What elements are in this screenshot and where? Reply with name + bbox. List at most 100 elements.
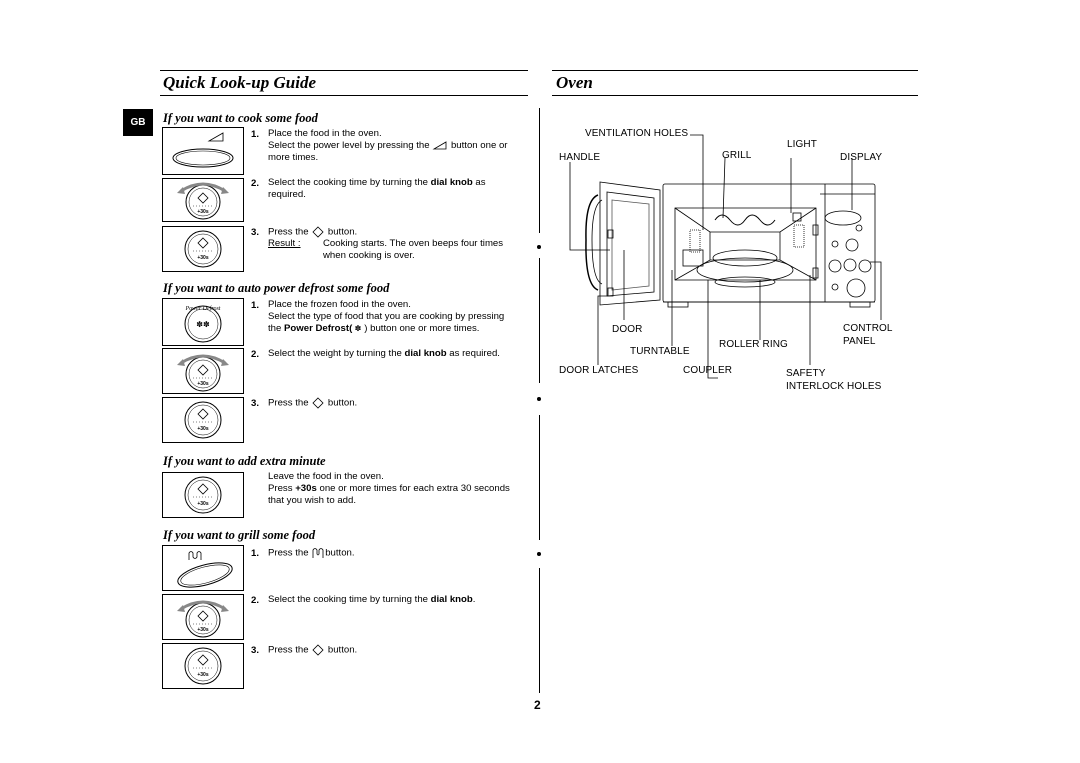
grill-step2-c: . [472, 594, 476, 605]
extra-line2c: one or more times for each extra 30 seco… [316, 483, 510, 494]
header-rule-right-top [552, 70, 918, 71]
right-page-title: Oven [556, 73, 593, 92]
cook-step1-line2b: button one or [450, 140, 508, 151]
start-knob-icon: +30s [184, 647, 222, 685]
label-door-latches: DOOR LATCHES [559, 365, 639, 376]
svg-text:+30s: +30s [197, 672, 208, 678]
grill-icon [312, 548, 324, 558]
page-number: 2 [534, 698, 541, 712]
label-turntable: TURNTABLE [630, 346, 690, 357]
cook-step3-line: Press the button. [268, 226, 357, 239]
center-divider-bottom [539, 568, 540, 693]
grill-button-illustration [162, 545, 244, 591]
extra-section-title: If you want to add extra minute [163, 454, 326, 468]
cook-step1-line1: Place the food in the oven. [268, 128, 382, 139]
step-number: 2. [251, 178, 260, 189]
label-panel: PANEL [843, 336, 876, 347]
defrost-step1-line1: Place the frozen food in the oven. [268, 299, 411, 310]
start-knob-illustration: +30s [162, 397, 244, 443]
center-divider-mid2 [539, 415, 540, 540]
cook-step3-a: Press the [268, 226, 309, 238]
grill-step1-a: Press the [268, 547, 309, 559]
svg-text:+30s: +30s [197, 627, 208, 633]
start-knob-illustration: +30s [162, 226, 244, 272]
label-control: CONTROL [843, 323, 893, 334]
power-defrost-button-illustration: Power Defrost ✽✽ [162, 298, 244, 346]
start-knob-illustration: +30s [162, 643, 244, 689]
step-number: 3. [251, 398, 260, 409]
cook-result-line2: when cooking is over. [323, 250, 415, 261]
grill-step3-a: Press the [268, 644, 309, 656]
power-level-button-icon [172, 132, 234, 168]
center-divider-mid1 [539, 258, 540, 383]
defrost-step1-a: the [268, 323, 285, 334]
grill-step1-line: Press the button. [268, 547, 355, 560]
label-grill: GRILL [722, 150, 752, 161]
header-rule-left-top [160, 70, 528, 71]
step-number: 3. [251, 645, 260, 656]
start-knob-icon: +30s [184, 401, 222, 439]
extra-line3: that you wish to add. [268, 495, 356, 506]
oven-diagram [569, 134, 882, 379]
grill-step2-b: dial knob [430, 594, 473, 605]
grill-step1-b: button. [325, 547, 355, 559]
divider-dot [537, 552, 541, 556]
cook-result-line1: Cooking starts. The oven beeps four time… [323, 238, 504, 249]
step-number: 2. [251, 595, 260, 606]
svg-text:+30s: +30s [197, 426, 208, 432]
dial-knob-rotate-icon: +30s [177, 182, 229, 220]
defrost-step1-line3: the Power Defrost(✽) button one or more … [268, 323, 480, 334]
cook-step3-b: button. [327, 226, 358, 238]
power-defrost-button-icon: Power Defrost ✽✽ [184, 305, 222, 343]
header-rule-left-bottom [160, 95, 528, 96]
label-door: DOOR [612, 324, 643, 335]
label-coupler: COUPLER [683, 365, 733, 376]
defrost-section-title: If you want to auto power defrost some f… [163, 281, 390, 295]
defrost-step2-line: Select the weight by turning the dial kn… [268, 348, 500, 361]
power-level-icon [432, 141, 447, 150]
cook-result-label: Result : [268, 238, 301, 249]
defrost-step2-a: Select the weight by turning the [268, 348, 405, 359]
cook-section-title: If you want to cook some food [163, 111, 318, 125]
grill-step3-b: button. [327, 644, 358, 656]
label-safety: SAFETY [786, 368, 826, 379]
start-icon [312, 226, 324, 238]
dial-knob-illustration: +30s [162, 178, 244, 222]
cook-step2-c: as [472, 177, 486, 188]
svg-text:✽: ✽ [355, 324, 362, 333]
step-number: 1. [251, 548, 260, 559]
grill-step3-line: Press the button. [268, 644, 357, 657]
label-roller-ring: ROLLER RING [719, 339, 788, 350]
left-page-title: Quick Look-up Guide [163, 73, 316, 92]
plus30s-knob-illustration: +30s [162, 472, 244, 518]
label-light: LIGHT [787, 139, 817, 150]
cook-step2-line2: required. [268, 189, 306, 200]
defrost-step1-line2: Select the type of food that you are coo… [268, 311, 505, 322]
center-divider-top [539, 108, 540, 233]
label-ventilation-holes: VENTILATION HOLES [585, 128, 689, 139]
power-defrost-arc-text: Power Defrost [185, 305, 221, 312]
knob-label: +30s [197, 209, 208, 215]
cook-step1-line3: more times. [268, 152, 319, 163]
dial-knob-illustration: +30s [162, 594, 244, 640]
start-knob-icon: +30s [184, 230, 222, 268]
grill-step2-line: Select the cooking time by turning the d… [268, 594, 475, 607]
svg-text:✽✽: ✽✽ [196, 320, 210, 329]
extra-line1: Leave the food in the oven. [268, 471, 384, 482]
label-handle: HANDLE [559, 152, 601, 163]
cook-step2-a: Select the cooking time by turning the [268, 177, 431, 188]
step-number: 2. [251, 349, 260, 360]
cook-step1-line2a: Select the power level by pressing the [268, 140, 430, 151]
start-icon [312, 397, 324, 409]
defrost-step2-b: dial knob [404, 348, 447, 359]
step-number: 1. [251, 129, 260, 140]
defrost-step1-c: ) button one or more times. [364, 323, 480, 334]
divider-dot [537, 245, 541, 249]
label-interlock-holes: INTERLOCK HOLES [786, 381, 882, 392]
defrost-step2-c: as required. [446, 348, 500, 359]
dial-knob-rotate-icon: +30s [177, 600, 229, 638]
dial-knob-rotate-icon: +30s [177, 354, 229, 392]
label-display: DISPLAY [840, 152, 883, 163]
grill-button-icon [177, 551, 233, 588]
grill-step2-a: Select the cooking time by turning the [268, 594, 431, 605]
